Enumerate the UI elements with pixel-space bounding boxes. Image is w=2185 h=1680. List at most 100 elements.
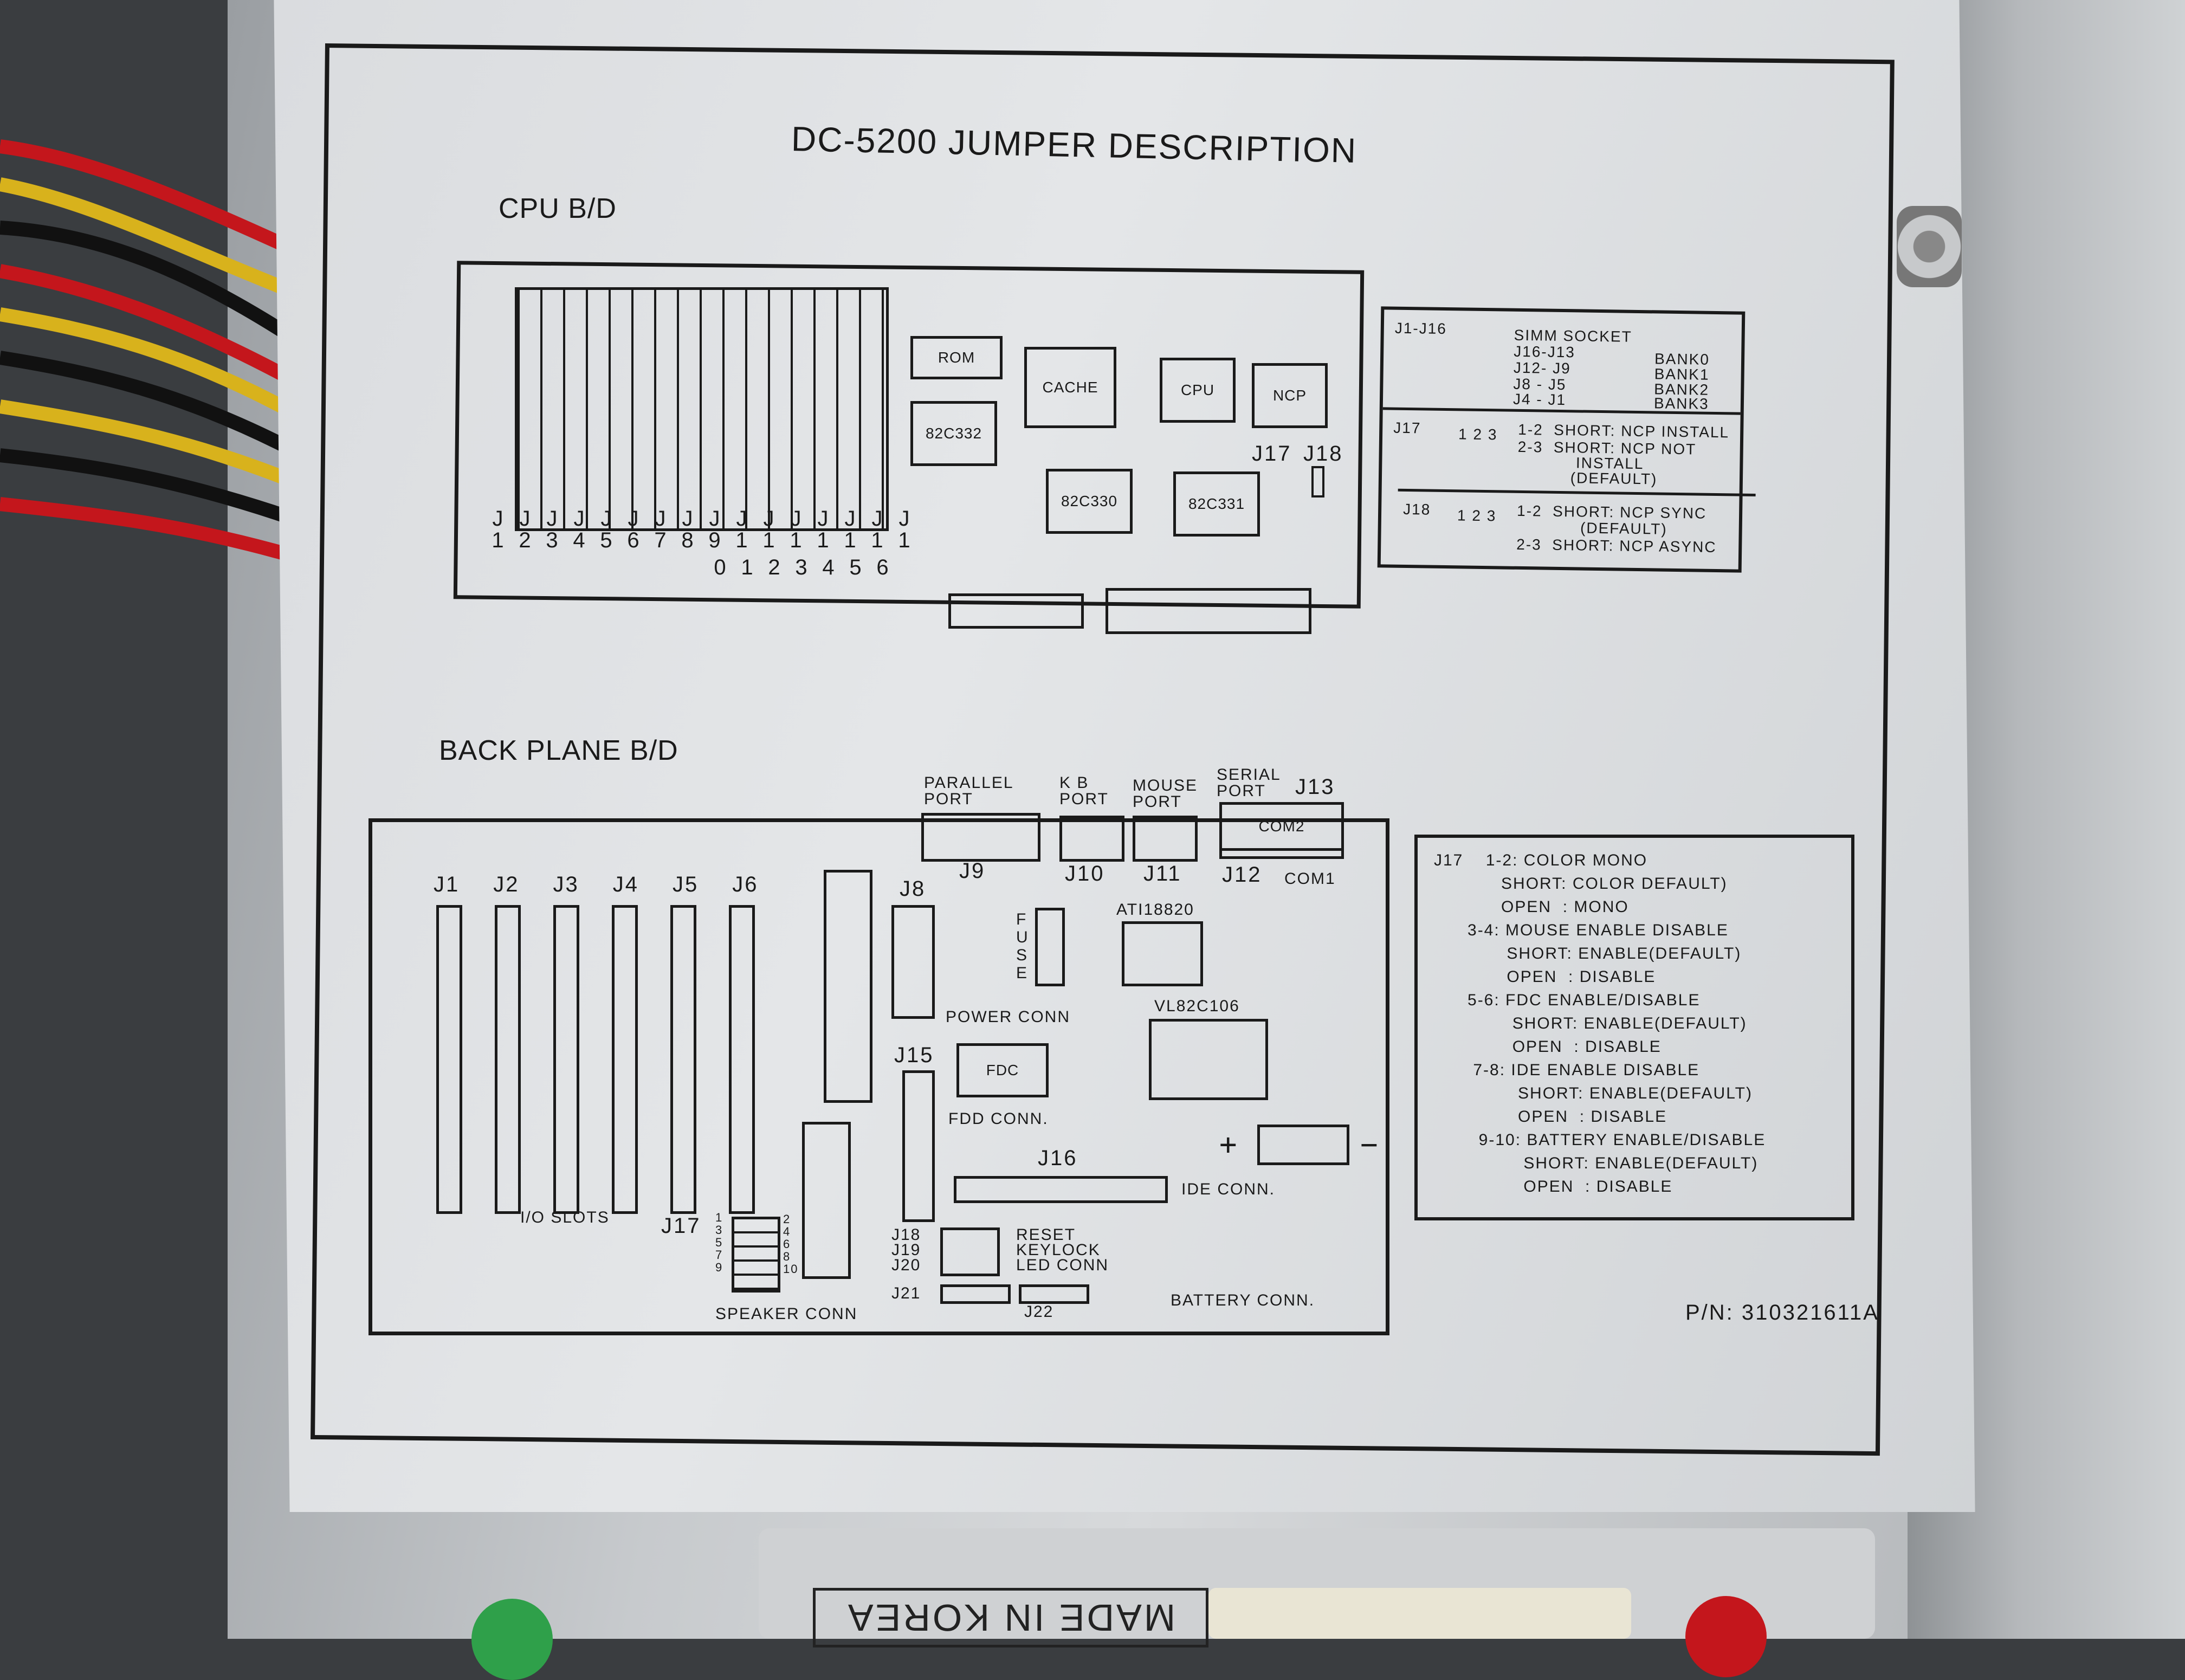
ati-chip-label: ATI18820: [1116, 901, 1194, 919]
cpu-edge-connector-b: [1106, 588, 1311, 634]
backplane-note-line: OPEN : MONO: [1434, 898, 1629, 916]
j20-label: J20: [891, 1256, 921, 1274]
backplane-section-label: BACK PLANE B/D: [439, 735, 678, 766]
simm-index-label: 4: [573, 528, 587, 552]
simm-index-label: 1: [871, 528, 885, 552]
simm-index-label: 3: [795, 555, 809, 579]
cpu-edge-connector-a: [948, 593, 1084, 629]
simm-index-label: J: [736, 507, 749, 531]
j18-pins: 1 2 3: [1457, 507, 1497, 525]
j9-label: J9: [959, 859, 986, 883]
j17-note-line: (DEFAULT): [1517, 468, 1658, 488]
slot-j5-label: J5: [673, 873, 699, 896]
j21-header: [940, 1284, 1011, 1304]
com1-label: COM1: [1284, 870, 1336, 888]
ncp-chip: NCP: [1252, 363, 1328, 428]
82c331-chip: 82C331: [1173, 471, 1260, 537]
reset-label: RESET: [1016, 1226, 1076, 1244]
backplane-note-line: 5-6: FDC ENABLE/DISABLE: [1434, 991, 1701, 1009]
simm-index-label: J: [871, 507, 884, 531]
backplane-note-line: 9-10: BATTERY ENABLE/DISABLE: [1434, 1131, 1766, 1149]
simm-index-label: J: [492, 507, 505, 531]
backplane-note-line: 7-8: IDE ENABLE DISABLE: [1434, 1061, 1700, 1079]
j10-label: J10: [1065, 862, 1105, 886]
fdd-conn-label: FDD CONN.: [948, 1110, 1049, 1128]
power-connector-a: [824, 870, 872, 1103]
simm-index-label: 8: [681, 528, 695, 552]
simm-index-label: 2: [519, 528, 533, 552]
slot-j4-label: J4: [612, 873, 639, 896]
blank-sticker: [1208, 1588, 1631, 1639]
backplane-note-line: SHORT: ENABLE(DEFAULT): [1434, 945, 1742, 962]
simm-index-label: 1: [492, 528, 506, 552]
keylock-label: KEYLOCK: [1016, 1241, 1101, 1259]
simm-index-label: 3: [546, 528, 560, 552]
simm-index-label: J: [817, 507, 830, 531]
backplane-note-line: OPEN : DISABLE: [1434, 968, 1656, 986]
battery-minus-sign: −: [1360, 1127, 1380, 1161]
battery-plus-sign: +: [1219, 1127, 1239, 1161]
backplane-note-line: J17 1-2: COLOR MONO: [1434, 851, 1648, 869]
fuse-label: FUSE: [1016, 910, 1029, 982]
j12-label: J12: [1222, 863, 1262, 887]
com1-port: [1219, 845, 1344, 859]
j22-label: J22: [1024, 1303, 1054, 1321]
simm-index-label: 5: [600, 528, 614, 552]
simm-index-label: 1: [817, 528, 831, 552]
cpu-section-label: CPU B/D: [499, 193, 617, 224]
82c332-chip: 82C332: [910, 401, 997, 466]
cpu-j17-jumper: [1311, 466, 1324, 497]
io-slot: [495, 905, 521, 1214]
cache-chip: CACHE: [1024, 347, 1116, 428]
bp-j17-pins-even: 2 4 6 8 10: [783, 1212, 799, 1276]
simm-row: J4 - J1: [1512, 390, 1567, 409]
io-slots: [436, 878, 755, 1214]
j17-pins: 1 2 3: [1458, 425, 1498, 443]
simm-index-label: 1: [762, 528, 777, 552]
com2-port: COM2: [1219, 802, 1344, 851]
backplane-note-line: SHORT: COLOR DEFAULT): [1434, 875, 1728, 893]
j16-label: J16: [1038, 1146, 1078, 1170]
bp-j17-pins-odd: 1 3 5 7 9: [715, 1211, 723, 1275]
backplane-note-line: SHORT: ENABLE(DEFAULT): [1434, 1015, 1747, 1032]
backplane-board-outline: [369, 818, 1389, 1335]
j15-label: J15: [894, 1043, 934, 1067]
backplane-note-line: OPEN : DISABLE: [1434, 1108, 1667, 1126]
j18-label: J18: [891, 1226, 921, 1244]
backplane-note-line: OPEN : DISABLE: [1434, 1038, 1662, 1056]
simm-index-label: 1: [898, 528, 912, 552]
simm-index-label: 9: [708, 528, 722, 552]
slot-j1-label: J1: [434, 873, 460, 896]
cpu-chip: CPU: [1160, 358, 1236, 423]
simm-index-label: J: [709, 507, 722, 531]
simm-index-label: 1: [741, 555, 755, 579]
simm-index-label: J: [573, 507, 586, 531]
backplane-note-line: SHORT: ENABLE(DEFAULT): [1434, 1154, 1759, 1172]
io-slot: [729, 905, 755, 1214]
io-slots-label: I/O SLOTS: [520, 1209, 610, 1226]
part-number: P/N: 310321611A: [1685, 1301, 1879, 1324]
simm-index-label: J: [763, 507, 776, 531]
io-slot: [612, 905, 638, 1214]
j18-note-line: 2-3 SHORT: NCP ASYNC: [1516, 535, 1717, 556]
j22-header: [1019, 1284, 1089, 1304]
backplane-jumper-notes: J17 1-2: COLOR MONO SHORT: COLOR DEFAULT…: [1414, 835, 1854, 1220]
j18-note-id: J18: [1402, 500, 1431, 518]
slot-j3-label: J3: [553, 873, 579, 896]
io-slot: [670, 905, 696, 1214]
ati-chip: [1122, 921, 1203, 986]
vl-chip-label: VL82C106: [1154, 997, 1240, 1015]
simm-index-label: 4: [822, 555, 836, 579]
battery-conn-label: BATTERY CONN.: [1171, 1291, 1315, 1309]
bp-j17-header: [732, 1217, 780, 1293]
power-conn-label: POWER CONN: [946, 1008, 1070, 1026]
simm-index-label: J: [655, 507, 668, 531]
io-slot: [553, 905, 579, 1214]
simm-socket-block: [515, 287, 889, 531]
ide-conn-label: IDE CONN.: [1181, 1180, 1276, 1198]
j11-label: J11: [1143, 862, 1182, 886]
ide-connector: [954, 1176, 1168, 1203]
power-supply-wires: [0, 139, 282, 560]
